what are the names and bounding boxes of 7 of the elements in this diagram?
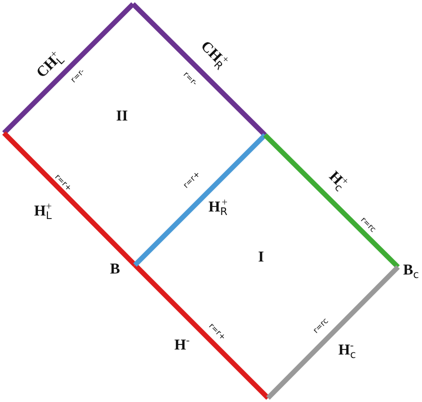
region-label: B$_{c}$ (403, 263, 419, 281)
region-label: II (116, 110, 128, 124)
region-label: I (258, 250, 264, 266)
region-label: H$^{-}$ (174, 336, 190, 354)
region-label: B (110, 262, 120, 278)
coordinate-label: r=r- (182, 70, 198, 88)
coordinate-label: r=r- (70, 68, 86, 84)
